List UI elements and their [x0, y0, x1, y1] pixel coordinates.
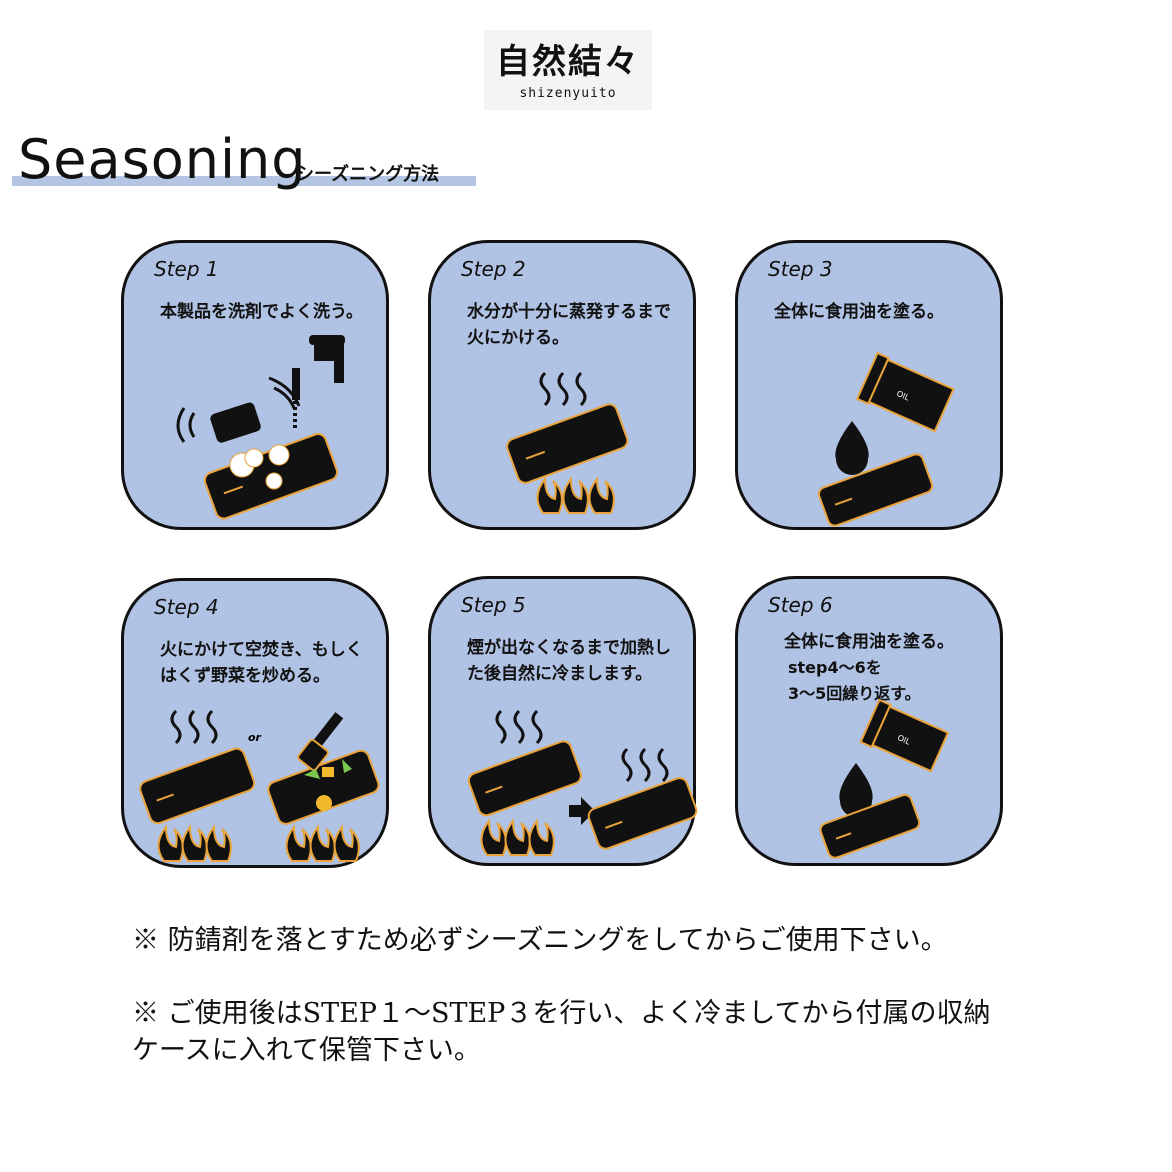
step-text-2: step4〜6を — [788, 658, 882, 677]
step-label: Step 5 — [461, 593, 526, 617]
step-panel-5: Step 5 煙が出なくなるまで加熱した後自然に冷まします。 — [428, 576, 698, 866]
step-text: 火にかけて空焚き、もしくはくず野菜を炒める。 — [160, 640, 363, 686]
heat-illustration — [506, 371, 629, 514]
oil-illustration: OIL — [817, 351, 955, 527]
notes: ※ 防錆剤を落とすため必ずシーズニングをしてからご使用下さい。 ※ ご使用後はS… — [132, 922, 1012, 1069]
oil-illustration: OIL — [819, 698, 950, 859]
step-panel-2: Step 2 水分が十分に蒸発するまで火にかける。 — [428, 240, 696, 530]
wash-illustration — [176, 335, 345, 520]
step-label: Step 3 — [768, 257, 833, 281]
step-panel-3: Step 3 全体に食用油を塗る。 OIL — [735, 240, 1003, 530]
step-label: Step 6 — [768, 593, 833, 617]
logo-mark: 自然結々 — [496, 42, 640, 82]
note-2: ※ ご使用後はSTEP１〜STEP３を行い、よく冷ましてから付属の収納ケースに入… — [132, 998, 991, 1066]
step-text-3: 3〜5回繰り返す。 — [788, 684, 921, 703]
page-title: Seasoning — [18, 128, 307, 191]
step-label: Step 4 — [154, 595, 219, 619]
step-label: Step 2 — [461, 257, 526, 281]
title-underline — [12, 176, 476, 186]
or-label: or — [248, 731, 262, 744]
step-panel-6: Step 6 全体に食用油を塗る。 step4〜6を 3〜5回繰り返す。 OIL — [735, 576, 1003, 866]
step-text: 水分が十分に蒸発するまで火にかける。 — [467, 302, 671, 348]
step-text: 全体に食用油を塗る。 — [784, 632, 954, 652]
step-label: Step 1 — [154, 257, 219, 281]
stir-fry-illustration: or — [139, 709, 380, 862]
brand-logo: 自然結々 shizenyuito — [484, 30, 652, 110]
page-subtitle: シーズニング方法 — [296, 164, 440, 185]
step-panel-1: Step 1 本製品を洗剤でよく洗う。 — [121, 240, 389, 530]
note-1: ※ 防錆剤を落とすため必ずシーズニングをしてからご使用下さい。 — [132, 925, 948, 956]
cooldown-illustration — [467, 709, 698, 856]
step-text: 煙が出なくなるまで加熱した後自然に冷まします。 — [467, 638, 671, 684]
step-panel-4: Step 4 火にかけて空焚き、もしくはくず野菜を炒める。 or — [121, 578, 389, 868]
step-text: 全体に食用油を塗る。 — [774, 302, 944, 322]
logo-sub: shizenyuito — [519, 86, 617, 101]
step-text: 本製品を洗剤でよく洗う。 — [160, 302, 363, 322]
